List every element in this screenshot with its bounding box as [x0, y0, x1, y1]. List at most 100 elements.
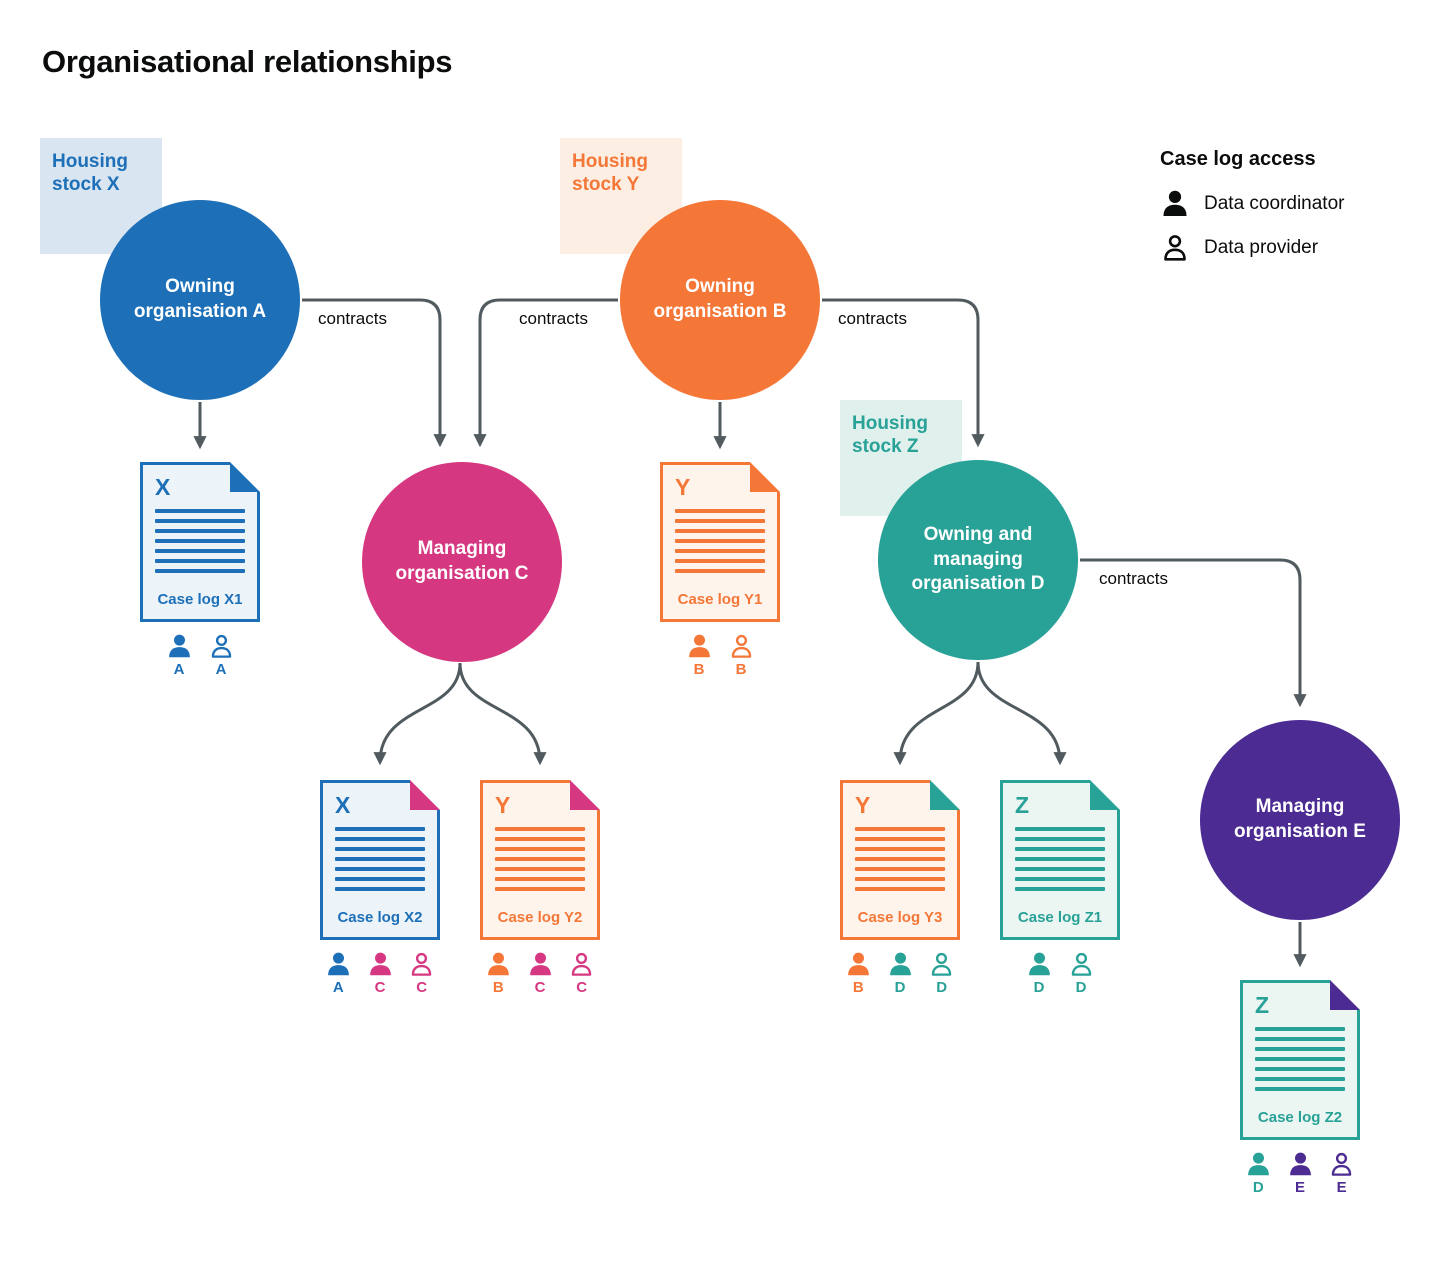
org-managing-c: Managing organisation C	[362, 462, 562, 662]
access-org-letter: B	[492, 979, 504, 996]
document-lines	[855, 827, 945, 891]
access-org-letter: A	[332, 979, 344, 996]
access-org-letter: E	[1295, 1179, 1306, 1196]
data-provider-icon: B	[723, 633, 760, 678]
stock-letter: X	[155, 474, 171, 500]
data-provider-icon: A	[203, 633, 240, 678]
access-org-letter: D	[1033, 979, 1045, 996]
case-log-y1-document: Y Case log Y1	[660, 462, 780, 622]
access-org-letter: C	[374, 979, 386, 996]
page-title: Organisational relationships	[42, 44, 453, 79]
folded-corner	[410, 780, 440, 810]
case-log-y1-access: B B	[660, 633, 780, 678]
document-lines	[1015, 827, 1105, 891]
org-owning-b-label: Owning organisation B	[653, 276, 787, 322]
document-lines	[155, 509, 245, 573]
case-log-y2-access: B C C	[480, 951, 600, 996]
arrow-c-to-caselog-x2	[373, 662, 462, 766]
data-coordinator-icon: A	[161, 633, 198, 678]
access-org-letter: D	[1075, 979, 1087, 996]
document-lines	[675, 509, 765, 573]
housing-stock-x-label: Housing stock X	[52, 151, 128, 195]
case-log-y3-document: Y Case log Y3	[840, 780, 960, 940]
access-org-letter: A	[173, 661, 185, 678]
stock-letter: Z	[1255, 992, 1270, 1018]
access-org-letter: A	[215, 661, 227, 678]
access-org-letter: C	[576, 979, 588, 996]
data-provider-icon	[1160, 233, 1190, 263]
org-owning-a: Owning organisation A	[100, 200, 300, 400]
stock-letter: Z	[1015, 792, 1030, 818]
housing-stock-x-tag: Housing stock X	[40, 138, 162, 254]
legend-item-data-provider: Data provider	[1160, 233, 1344, 263]
case-log-label: Case log Y2	[497, 909, 583, 926]
case-log-label: Case log Y3	[857, 909, 943, 926]
access-org-letter: D	[936, 979, 948, 996]
org-managing-e: Managing organisation E	[1200, 720, 1400, 920]
housing-stock-y-label: Housing stock Y	[572, 151, 648, 195]
stock-letter: Y	[855, 792, 871, 818]
data-coordinator-icon: D	[882, 951, 919, 996]
document-lines	[335, 827, 425, 891]
case-log-x1-access: A A	[140, 633, 260, 678]
stock-letter: Y	[675, 474, 691, 500]
folded-corner	[570, 780, 600, 810]
stock-letter: X	[335, 792, 351, 818]
case-log-x1-document: X Case log X1	[140, 462, 260, 622]
folded-corner	[1330, 980, 1360, 1010]
case-log-y3-access: B D D	[840, 951, 960, 996]
access-org-letter: E	[1336, 1179, 1347, 1196]
contracts-label-b-c: contracts	[519, 309, 588, 328]
data-coordinator-icon: A	[320, 951, 357, 996]
data-coordinator-icon: D	[1240, 1151, 1277, 1196]
data-coordinator-icon: C	[522, 951, 559, 996]
access-org-letter: B	[735, 661, 747, 678]
data-coordinator-icon: B	[840, 951, 877, 996]
case-log-x2-access: A C C	[320, 951, 440, 996]
arrow-d-to-caselog-y3	[893, 661, 980, 766]
contracts-label-b-d: contracts	[838, 309, 907, 328]
folded-corner	[750, 462, 780, 492]
legend: Case log access Data coordinator Data pr…	[1160, 148, 1344, 277]
legend-item-data-coordinator: Data coordinator	[1160, 189, 1344, 219]
access-org-letter: D	[894, 979, 906, 996]
case-log-label: Case log Z2	[1257, 1109, 1343, 1126]
access-org-letter: C	[534, 979, 546, 996]
case-log-label: Case log Z1	[1017, 909, 1103, 926]
legend-item-label: Data coordinator	[1204, 193, 1345, 214]
arrow-c-to-caselog-y2	[458, 662, 547, 766]
legend-title: Case log access	[1160, 148, 1316, 170]
access-org-letter: B	[693, 661, 705, 678]
case-log-z2-access: D E E	[1240, 1151, 1360, 1196]
stock-letter: Y	[495, 792, 511, 818]
data-coordinator-icon: E	[1282, 1151, 1319, 1196]
document-lines	[495, 827, 585, 891]
org-managing-c-label: Managing organisation C	[395, 538, 529, 584]
case-log-y2-document: Y Case log Y2	[480, 780, 600, 940]
folded-corner	[230, 462, 260, 492]
access-org-letter: D	[1252, 1179, 1264, 1196]
data-provider-icon: C	[403, 951, 440, 996]
case-log-label: Case log Y1	[677, 591, 763, 608]
case-log-x2-document: X Case log X2	[320, 780, 440, 940]
org-owning-a-label: Owning organisation A	[133, 276, 267, 322]
access-org-letter: C	[416, 979, 428, 996]
access-org-letter: B	[852, 979, 864, 996]
case-log-label: Case log X1	[157, 591, 243, 608]
contracts-label-a-c: contracts	[318, 309, 387, 328]
data-coordinator-icon: C	[362, 951, 399, 996]
data-coordinator-icon: D	[1021, 951, 1058, 996]
org-owning-managing-d-label: Owning and managing organisation D	[911, 523, 1045, 595]
folded-corner	[930, 780, 960, 810]
org-owning-b: Owning organisation B	[620, 200, 820, 400]
org-managing-e-label: Managing organisation E	[1234, 796, 1366, 842]
housing-stock-z-label: Housing stock Z	[852, 413, 928, 457]
case-log-z1-access: D D	[1000, 951, 1120, 996]
contracts-label-d-e: contracts	[1099, 569, 1168, 588]
legend-item-label: Data provider	[1204, 237, 1319, 258]
case-log-z1-document: Z Case log Z1	[1000, 780, 1120, 940]
case-log-label: Case log X2	[337, 909, 423, 926]
org-owning-managing-d: Owning and managing organisation D	[878, 460, 1078, 660]
data-provider-icon: E	[1323, 1151, 1360, 1196]
